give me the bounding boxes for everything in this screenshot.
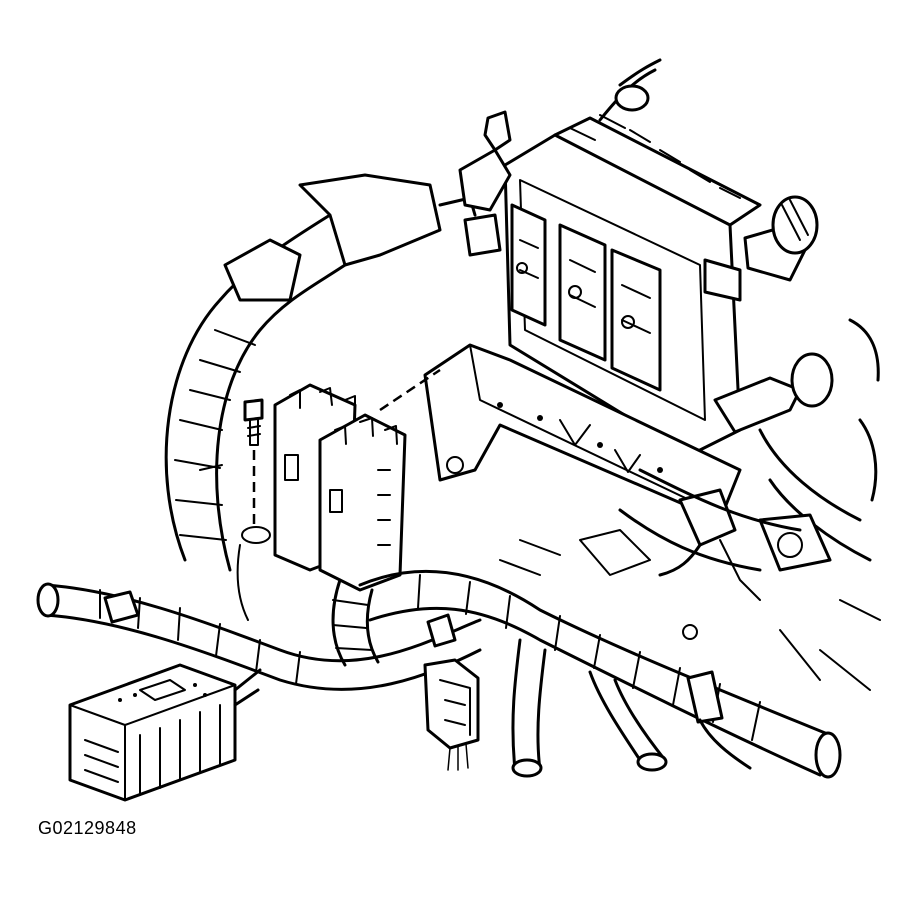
engine-background: [499, 318, 881, 691]
control-module: [458, 58, 834, 457]
pigtail-connector: [423, 658, 480, 771]
mounting-bracket: [423, 343, 742, 577]
connector-blocks: [241, 368, 441, 592]
lower-harness-bundle: [36, 464, 842, 779]
upper-harness-loop: [164, 173, 477, 572]
figure-id-label: G02129848: [38, 818, 137, 838]
junction-box: [68, 663, 262, 802]
